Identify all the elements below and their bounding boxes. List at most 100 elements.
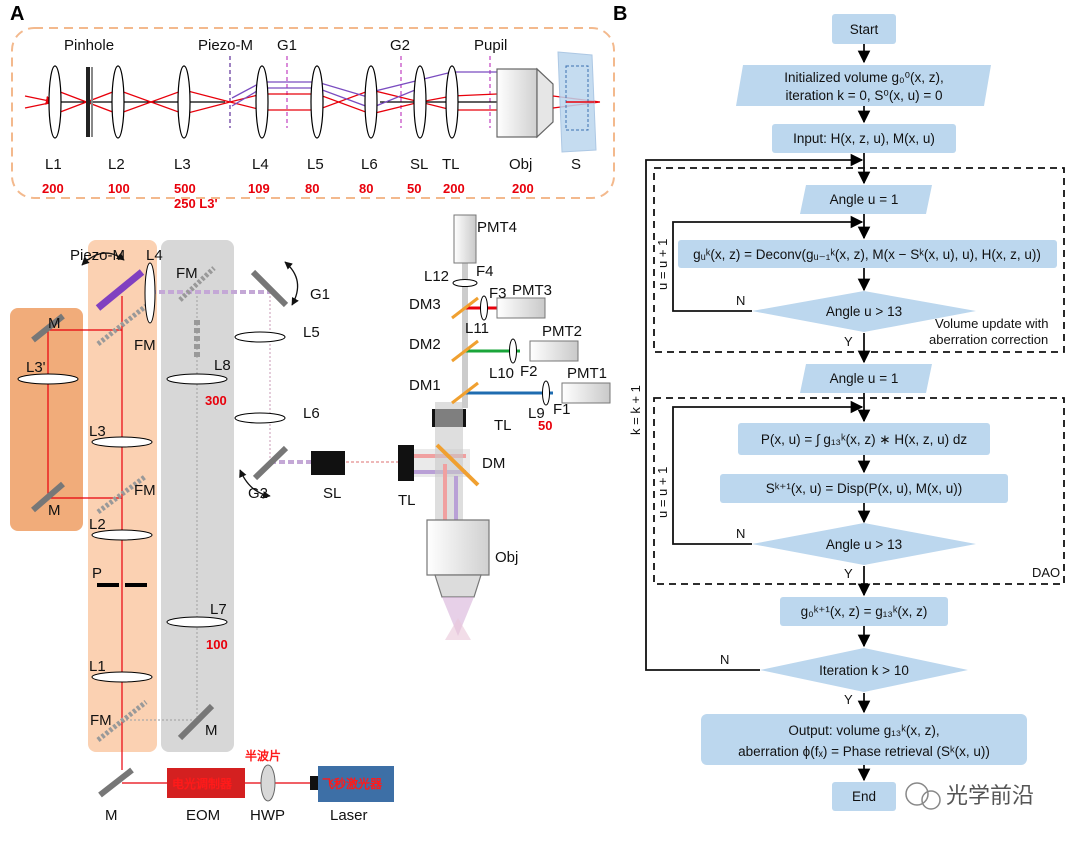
label-eom-cn: 电光调制器: [172, 776, 233, 791]
label-l9: L9: [528, 405, 545, 422]
tube-lens-block: [398, 445, 414, 481]
text-projection: P(x, u) = ∫ g₁₃ᵏ(x, z) ∗ H(x, z, u) dz: [761, 432, 968, 447]
galvo-g1: [250, 269, 289, 308]
laser: [318, 766, 394, 802]
text-angle-1: Angle u = 1: [830, 192, 899, 207]
panel-a-label: A: [10, 3, 24, 25]
label-eom: EOM: [186, 807, 220, 824]
label-dm1: DM1: [409, 377, 441, 394]
label-dm: DM: [482, 455, 505, 472]
label-fm-4: FM: [90, 712, 112, 729]
top-lens-l2: [111, 65, 125, 139]
label-l6: L6: [303, 405, 320, 422]
half-wave-plate: [260, 764, 276, 802]
focal-l1: 200: [42, 181, 64, 196]
label-m-2: M: [48, 502, 61, 519]
watermark-text: 光学前沿: [946, 783, 1034, 808]
label-l1: L1: [89, 658, 106, 675]
focal-l5: 80: [305, 181, 319, 196]
label-l11: L11: [465, 320, 489, 337]
focal-l9: 50: [538, 418, 552, 433]
focal-l8: 300: [205, 393, 227, 408]
label-fm-2: FM: [134, 337, 156, 354]
lens-label-l6: L6: [361, 156, 378, 173]
label-l4: L4: [146, 247, 163, 264]
label-laser: Laser: [330, 807, 368, 824]
text-dao: DAO: [1032, 565, 1060, 580]
lens-l6: [234, 412, 286, 424]
label-pmt2: PMT2: [542, 323, 582, 340]
text-u-increment-2: u = u + 1: [655, 467, 670, 518]
label-l8: L8: [214, 357, 231, 374]
mirror-m-l3p-top: [31, 313, 65, 343]
top-lens-tl: [445, 65, 459, 139]
lens-label-l5: L5: [307, 156, 324, 173]
lens-label-l1: L1: [45, 156, 62, 173]
node-cond-2: [752, 523, 976, 565]
top-optical-path-box: [11, 27, 615, 199]
node-output: [701, 714, 1027, 765]
label-sl: SL: [323, 485, 341, 502]
dichroic-dm1: [451, 381, 479, 405]
label-l7: L7: [210, 601, 227, 618]
pmt2: [529, 340, 579, 362]
lens-l1: [91, 671, 153, 683]
flip-mirror-1: [96, 304, 148, 346]
top-lens-l1: [48, 65, 62, 139]
dichroic-dm: [435, 443, 480, 487]
piezo-mirror: [95, 269, 145, 311]
text-cond-1: Angle u > 13: [826, 304, 902, 319]
lens-l7: [166, 616, 228, 628]
node-input: [772, 124, 956, 153]
lens-label-l3: L3: [174, 156, 191, 173]
lens-label-obj: Obj: [509, 156, 532, 173]
text-output-1: Output: volume g₁₃ᵏ(x, z),: [788, 723, 939, 738]
dichroic-dm3: [451, 296, 479, 320]
lens-l8: [166, 373, 228, 385]
label-fm-3: FM: [134, 482, 156, 499]
label-f2: F2: [520, 363, 538, 380]
node-angle-2: [800, 364, 932, 393]
focal-obj: 200: [512, 181, 534, 196]
label-fm-1: FM: [176, 265, 198, 282]
flowchart: Start Initialized volume g₀⁰(x, z), iter…: [628, 14, 1065, 811]
scan-lens: [311, 451, 345, 475]
label-l12: L12: [424, 268, 449, 285]
node-start: [832, 14, 896, 44]
focal-l4: 109: [248, 181, 270, 196]
top-lens-l3: [177, 65, 191, 139]
l3-prime-module: [10, 308, 83, 531]
label-tl-detection: TL: [494, 417, 512, 434]
flip-mirror-3: [96, 474, 148, 514]
text-end: End: [852, 789, 876, 804]
text-k-increment: k = k + 1: [628, 385, 643, 435]
lens-l5: [234, 331, 286, 343]
text-y-3: Y: [844, 692, 853, 707]
text-volume-update-1: Volume update with: [935, 316, 1048, 331]
label-f3: F3: [489, 285, 507, 302]
pmt3: [496, 297, 546, 319]
label-l10: L10: [489, 365, 514, 382]
label-f1: F1: [553, 401, 571, 418]
label-piezo-m: Piezo-M: [198, 37, 253, 54]
text-deconv: gᵤᵏ(x, z) = Deconv(gᵤ₋₁ᵏ(x, z), M(x − Sᵏ…: [693, 247, 1041, 262]
text-init-2: iteration k = 0, S⁰(x, u) = 0: [786, 88, 943, 103]
node-disp: [720, 474, 1008, 503]
watermark: 光学前沿: [905, 782, 1034, 810]
label-pmt3: PMT3: [512, 282, 552, 299]
lens-label-sl: SL: [410, 156, 428, 173]
label-m-3: M: [105, 807, 118, 824]
top-lens-sl: [413, 65, 427, 139]
label-f4: F4: [476, 263, 494, 280]
lens-l2: [91, 529, 153, 541]
lens-l3: [91, 436, 153, 448]
label-l3: L3: [89, 423, 106, 440]
label-pinhole: Pinhole: [64, 37, 114, 54]
piezo-rotation-arrow: [81, 252, 125, 266]
lens-label-tl: TL: [442, 156, 460, 173]
lens-label-l2: L2: [108, 156, 125, 173]
flip-mirror-4: [96, 700, 148, 742]
text-angle-2: Angle u = 1: [830, 371, 899, 386]
label-piezo: Piezo-M: [70, 247, 125, 264]
eom: [167, 768, 245, 798]
